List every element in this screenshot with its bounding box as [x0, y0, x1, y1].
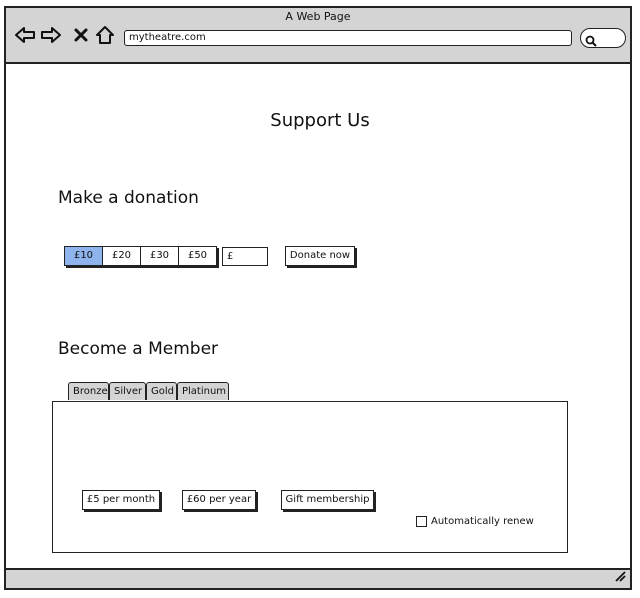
back-arrow-icon[interactable]: [14, 24, 36, 46]
tab-gold[interactable]: Gold: [146, 382, 177, 400]
search-box[interactable]: [580, 28, 626, 48]
auto-renew-row[interactable]: Automatically renew: [416, 516, 534, 527]
monthly-membership-button[interactable]: £5 per month: [82, 490, 160, 510]
status-bar: [6, 568, 630, 588]
membership-tab-panel: [52, 401, 568, 553]
address-bar[interactable]: mytheatre.com: [124, 30, 572, 46]
auto-renew-label: Automatically renew: [431, 516, 534, 527]
amount-option-20[interactable]: £20: [103, 247, 141, 265]
yearly-membership-button[interactable]: £60 per year: [182, 490, 256, 510]
tab-silver[interactable]: Silver: [109, 382, 146, 400]
resize-grip-icon[interactable]: [614, 567, 626, 586]
tab-bronze[interactable]: Bronze: [68, 382, 109, 400]
amount-option-10[interactable]: £10: [65, 247, 103, 265]
custom-amount-input[interactable]: £: [222, 247, 268, 266]
home-icon[interactable]: [94, 24, 116, 46]
donation-amount-selector: £10 £20 £30 £50: [64, 246, 217, 266]
donation-heading: Make a donation: [58, 188, 199, 208]
search-icon: [585, 32, 597, 51]
auto-renew-checkbox[interactable]: [416, 516, 427, 527]
window-title: A Web Page: [285, 10, 351, 23]
gift-membership-button[interactable]: Gift membership: [281, 490, 374, 510]
close-x-icon[interactable]: [70, 24, 92, 46]
donate-now-button[interactable]: Donate now: [285, 246, 355, 266]
forward-arrow-icon[interactable]: [40, 24, 62, 46]
browser-toolbar: A Web Page mytheatre.com: [6, 8, 630, 64]
amount-option-30[interactable]: £30: [141, 247, 179, 265]
tab-platinum[interactable]: Platinum: [177, 382, 229, 400]
browser-window: A Web Page mytheatre.com Support Us Make…: [4, 6, 632, 590]
page-title: Support Us: [270, 110, 370, 131]
membership-heading: Become a Member: [58, 339, 219, 359]
amount-option-50[interactable]: £50: [187, 250, 208, 261]
